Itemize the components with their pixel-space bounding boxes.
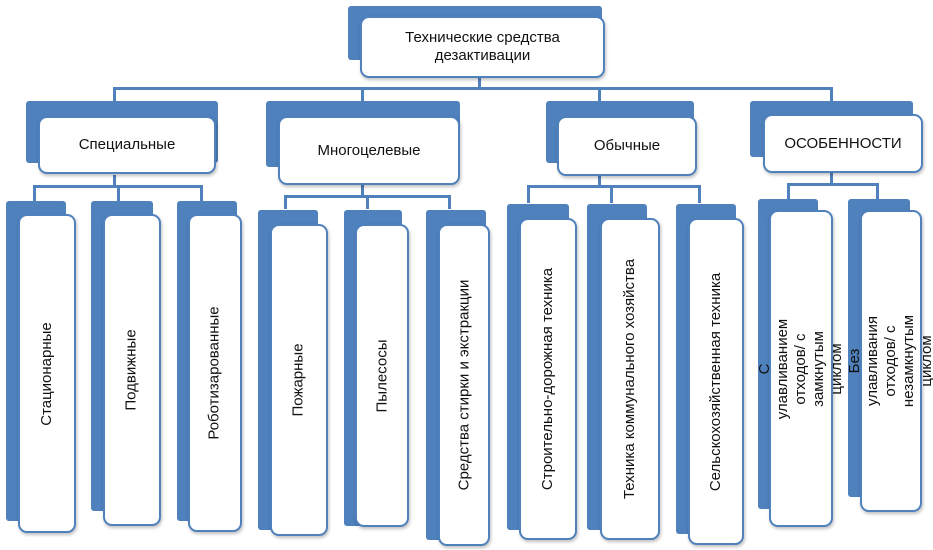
connector-multi-c3	[448, 195, 451, 209]
connector-down-special	[113, 87, 116, 107]
connector-features-down	[830, 172, 833, 185]
item-mobile-label: Подвижные	[123, 329, 140, 411]
connector-ordinary-c3	[698, 185, 701, 203]
root-label: Технические средства дезактивации	[405, 29, 560, 64]
connector-down-multi	[361, 87, 364, 107]
connector-down-features	[830, 87, 833, 107]
group-features-label: ОСОБЕННОСТИ	[784, 134, 902, 152]
group-special-label: Специальные	[78, 136, 176, 153]
connector-ordinary-down	[598, 175, 601, 187]
item-washing-label: Средства стирки и экстракции	[455, 279, 472, 491]
connector-features-bar	[787, 183, 879, 186]
connector-special-c1	[33, 185, 36, 203]
item-fire-label: Пожарные	[290, 343, 307, 417]
connector-multi-c1	[284, 195, 287, 209]
group-ordinary-label: Обычные	[593, 137, 661, 154]
connector-down-ordinary	[598, 87, 601, 107]
connector-features-c1	[787, 183, 790, 201]
item-stationary-label: Стационарные	[38, 321, 56, 426]
item-closed-cycle-label: С улавливанием отходов/ с замкнутым цикл…	[756, 318, 846, 419]
connector-special-c3	[200, 185, 203, 203]
item-municipal-label: Техника коммунального хозяйства	[621, 258, 639, 500]
connector-special-c2	[117, 185, 120, 203]
item-robotic-label: Роботизарованные	[206, 306, 223, 440]
item-road-construction-label: Строительно-дорожная техника	[539, 267, 556, 491]
connector-multi-c2	[366, 195, 369, 209]
item-vacuum-label: Пылесосы	[373, 339, 391, 412]
item-agricultural-label: Сельскохозяйственная техника	[707, 272, 725, 491]
connector-special-down	[113, 175, 116, 187]
connector-multi-down	[361, 185, 364, 197]
item-open-cycle-label: Без улавливания отходов/ с незамкнутым ц…	[846, 314, 933, 408]
connector-root-down	[478, 78, 481, 88]
connector-level1-bar	[113, 87, 833, 90]
connector-ordinary-bar	[527, 185, 701, 188]
connector-ordinary-c2	[610, 185, 613, 203]
connector-features-c2	[876, 183, 879, 201]
connector-ordinary-c1	[527, 185, 530, 203]
group-multipurpose-label: Многоцелевые	[317, 141, 421, 159]
